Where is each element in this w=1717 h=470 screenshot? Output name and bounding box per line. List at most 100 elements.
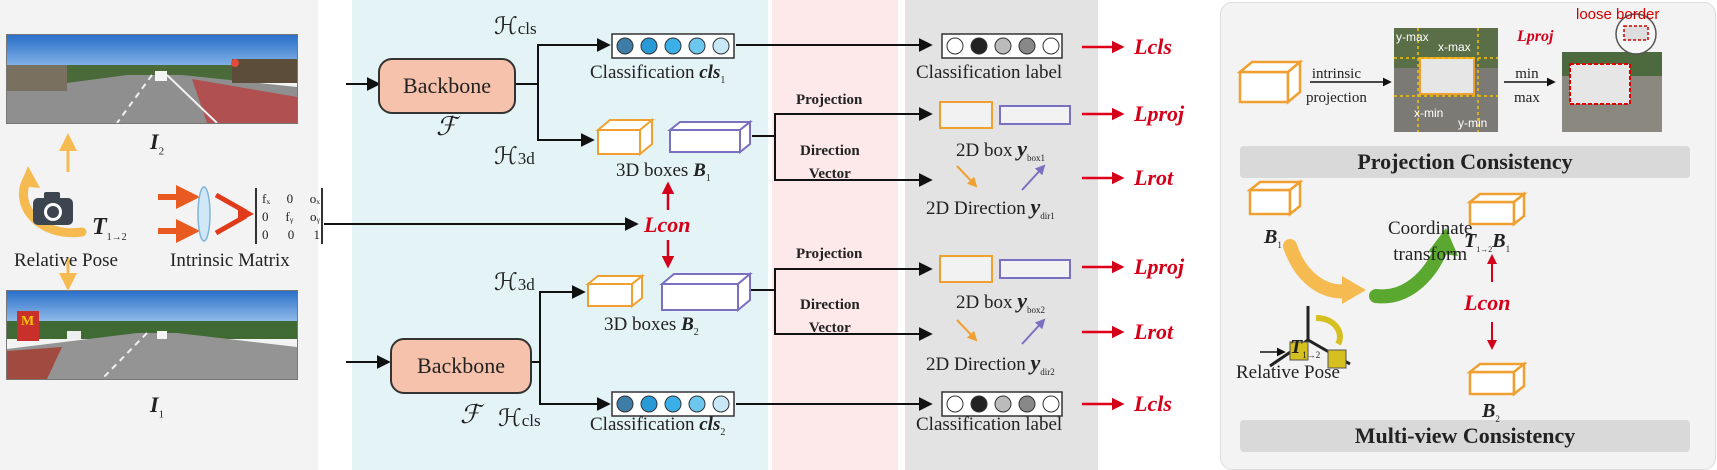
transform-text: transform xyxy=(1393,244,1468,265)
lens-icon xyxy=(197,186,211,242)
matrix-cell: 0 xyxy=(262,209,269,224)
cls2-sub: 2 xyxy=(720,426,726,438)
projection-label-bottom: Projection xyxy=(796,246,863,262)
flow-arrows xyxy=(324,33,1125,417)
direction-arrow-orange xyxy=(956,319,978,342)
b1-direction-arrow xyxy=(752,135,933,187)
mv-T-sub: 1→2 xyxy=(1302,350,1321,360)
street-scene-top-graphic xyxy=(7,35,297,123)
mv-T-symbol: T xyxy=(1290,336,1303,358)
b2-projection-arrow xyxy=(746,262,933,291)
matrix-row-1: fₓ 0 oₓ xyxy=(262,190,320,208)
matrix-row-3: 0 0 1 xyxy=(262,226,320,244)
boxes3d-text: 3D boxes xyxy=(616,160,694,181)
vector-text: Vector xyxy=(808,320,851,336)
classification-label-vector-top xyxy=(941,33,1063,59)
pose-T-sub: 1→2 xyxy=(106,231,127,243)
dir2d-label-bottom: 2D Direction ydir2 xyxy=(926,350,1055,377)
mv-box-tb1-icon xyxy=(1466,191,1528,227)
intrinsic-matrix: fₓ 0 oₓ 0 fᵧ oᵧ 0 0 1 xyxy=(262,190,320,244)
lproj-small-label: Lproj xyxy=(1517,28,1554,45)
mv-b2-symbol: B xyxy=(1482,400,1496,422)
loss-lcon-right: Lcon xyxy=(1464,290,1511,315)
loss-lcls-bottom: Lcls xyxy=(1134,391,1172,416)
minmax-label: min max xyxy=(1514,62,1540,110)
ymin-label: y-min xyxy=(1458,116,1488,130)
mv-tb1-B: B xyxy=(1492,230,1506,252)
matrix-cell: 1 xyxy=(313,227,321,242)
intrinsic-text: intrinsic xyxy=(1311,66,1361,82)
mv-tb1-T-sub: 1→2 xyxy=(1476,245,1493,254)
matrix-cell: oₓ xyxy=(309,191,320,206)
cls2-symbol: cls xyxy=(699,414,721,435)
ybox2-sub: box2 xyxy=(1027,304,1045,315)
matrix-cell: 0 xyxy=(287,227,295,242)
direction-text: Direction xyxy=(800,143,860,159)
classification-cls2-label: Classification cls2 xyxy=(590,414,725,438)
direction-text: Direction xyxy=(800,297,860,313)
camera-icon xyxy=(33,192,73,225)
backbone-top-label: Backbone xyxy=(403,73,491,98)
scene-image-top xyxy=(6,34,298,124)
matrix-cell: fₓ xyxy=(262,191,271,206)
right-panel-graphics xyxy=(1236,13,1662,397)
box2d-text: 2D box xyxy=(956,292,1018,313)
yellow-curve-arrow xyxy=(1283,239,1357,299)
loss-lcon-center: Lcon xyxy=(644,212,691,237)
coordinate-text: Coordinate xyxy=(1388,218,1473,239)
y-symbol: y xyxy=(1017,288,1027,313)
cls1-sub: 1 xyxy=(720,74,726,86)
boxes3d-text: 3D boxes xyxy=(604,314,682,335)
loss-lcls-top: Lcls xyxy=(1134,34,1172,59)
classification-label-top: Classification label xyxy=(916,62,1063,83)
classification-label-vector-bottom xyxy=(941,391,1063,417)
projection-consistency-title: Projection Consistency xyxy=(1357,149,1573,174)
ydir2-sub: dir2 xyxy=(1040,366,1055,377)
feature-vector-cls2 xyxy=(611,391,735,417)
loose-border-scene-image xyxy=(1562,13,1662,132)
cls1-symbol: cls xyxy=(699,62,721,83)
head-3d-bottom: ℋ3d xyxy=(494,268,535,297)
classification-label-bottom: Classification label xyxy=(916,414,1063,435)
classification-cls1-label: Classification cls1 xyxy=(590,62,725,86)
left-graphics xyxy=(18,133,323,291)
head-cls-sub: cls xyxy=(517,19,537,38)
matrix-row-2: 0 fᵧ oᵧ xyxy=(262,208,320,226)
head-3d-sub: 3d xyxy=(517,275,535,294)
image-label-top: I2 xyxy=(150,129,164,157)
direction-arrow-purple xyxy=(1021,164,1046,191)
mv-relative-pose-label: Relative Pose xyxy=(1236,362,1340,383)
head-cls-symbol: ℋ xyxy=(498,406,522,432)
backbone-bottom: Backbone xyxy=(390,338,532,394)
b1-projection-arrow xyxy=(752,107,933,137)
intrinsic-matrix-label: Intrinsic Matrix xyxy=(170,250,290,271)
ydir1-sub: dir1 xyxy=(1040,210,1055,221)
loss-lproj-bottom: Lproj xyxy=(1134,254,1185,279)
mv-tb1-sub: 1 xyxy=(1505,244,1511,254)
y-symbol: y xyxy=(1017,136,1027,161)
multiview-consistency-band: Multi-view Consistency xyxy=(1240,420,1690,452)
image-top-sub: 2 xyxy=(158,145,165,158)
xmin-label: x-min xyxy=(1414,106,1444,120)
mv-b1-label: B1 xyxy=(1264,226,1282,250)
mv-T-label: T1→2 xyxy=(1290,336,1320,360)
dir2d-text: 2D Direction xyxy=(926,198,1031,219)
projection-text: projection xyxy=(1306,90,1367,106)
head-3d-top: ℋ3d xyxy=(494,142,535,171)
classification-text: Classification xyxy=(590,414,700,435)
projection-panel-bg xyxy=(772,0,898,470)
box3d-purple-b2 xyxy=(659,271,753,313)
mv-b1-sub: 1 xyxy=(1277,240,1282,250)
dir2d-label-top: 2D Direction ydir1 xyxy=(926,194,1055,221)
loss-lrot-bottom: Lrot xyxy=(1134,319,1174,344)
coordinate-transform-label: Coordinate transform xyxy=(1388,216,1472,268)
intrinsic-projection-label: intrinsic projection xyxy=(1306,62,1367,110)
mv-tb1-T: T xyxy=(1464,230,1477,252)
image-bottom-symbol: I xyxy=(150,392,159,417)
head-3d-symbol: ℋ xyxy=(494,270,518,296)
boxes3d-b2-label: 3D boxes B2 xyxy=(604,314,699,338)
svg-text:M: M xyxy=(21,314,34,329)
backbone-bottom-label: Backbone xyxy=(417,353,505,378)
loss-lproj-top: Lproj xyxy=(1134,101,1185,126)
projection-consistency-band: Projection Consistency xyxy=(1240,146,1690,178)
